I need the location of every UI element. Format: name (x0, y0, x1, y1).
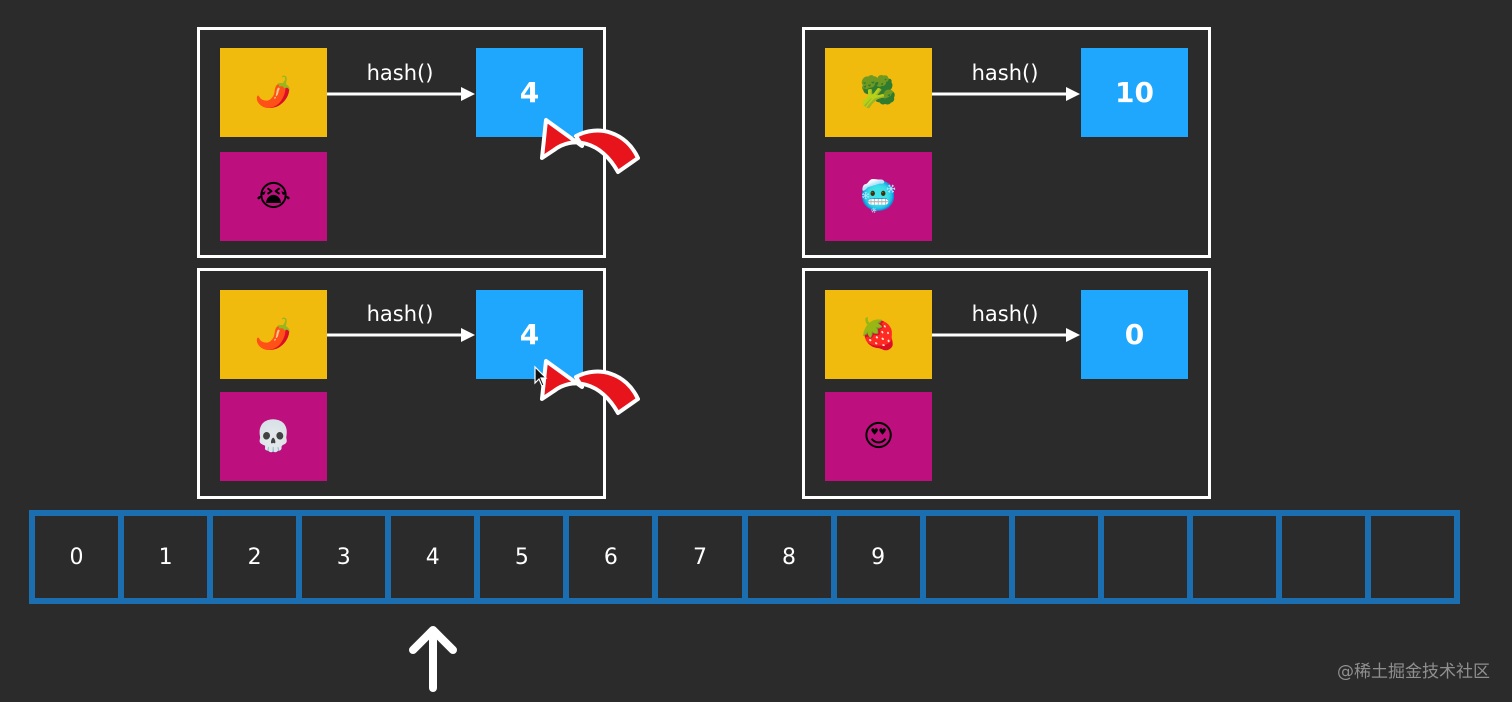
hash-value: 0 (1124, 318, 1145, 351)
hash-function-label: hash() (971, 61, 1039, 85)
value-tile: 😭 (220, 152, 327, 241)
hash-value: 10 (1115, 76, 1154, 109)
broccoli-icon: 🥦 (859, 74, 898, 110)
key-tile: 🍓 (825, 290, 932, 379)
array-slot (1370, 516, 1454, 598)
value-tile: 🥶 (825, 152, 932, 241)
up-arrow-icon (408, 626, 457, 692)
hash-arrow (932, 87, 1080, 101)
array-slot: 7 (658, 516, 742, 598)
array-slot: 2 (213, 516, 297, 598)
value-tile: 💀 (220, 392, 327, 481)
hash-arrow (327, 87, 475, 101)
array-slot (1281, 516, 1365, 598)
hash-value: 4 (519, 76, 540, 109)
hash-function-label: hash() (971, 302, 1039, 326)
hash-value-tile: 4 (476, 290, 583, 379)
collision-arrow-icon (540, 118, 640, 174)
hash-value: 4 (519, 318, 540, 351)
crying-face-icon: 😭 (255, 178, 292, 214)
entry-box-broccoli-cold (802, 27, 1211, 258)
hash-arrow (932, 328, 1080, 342)
value-tile: 😍 (825, 392, 932, 481)
key-tile: 🌶️ (220, 48, 327, 137)
array-slot: 5 (480, 516, 564, 598)
array-slot (925, 516, 1009, 598)
mouse-cursor-icon (534, 365, 548, 387)
array-slot: 3 (302, 516, 386, 598)
collision-arrow-icon (540, 359, 640, 415)
bucket-array: 0 1 2 3 4 5 6 7 8 9 (29, 510, 1460, 604)
hash-function-label: hash() (366, 302, 434, 326)
strawberry-icon: 🍓 (859, 316, 898, 352)
hash-arrow (327, 328, 475, 342)
array-slot (1192, 516, 1276, 598)
array-slot: 8 (747, 516, 831, 598)
array-slot: 4 (391, 516, 475, 598)
chili-pepper-icon: 🌶️ (254, 74, 293, 110)
hash-value-tile: 0 (1081, 290, 1188, 379)
hash-value-tile: 4 (476, 48, 583, 137)
heart-eyes-face-icon: 😍 (862, 418, 895, 454)
array-slot: 1 (124, 516, 208, 598)
hash-value-tile: 10 (1081, 48, 1188, 137)
array-slot: 9 (836, 516, 920, 598)
skull-icon: 💀 (254, 418, 293, 454)
array-slot (1014, 516, 1098, 598)
array-slot: 6 (569, 516, 653, 598)
array-slot (1103, 516, 1187, 598)
key-tile: 🥦 (825, 48, 932, 137)
entry-box-strawberry-love (802, 268, 1211, 499)
array-slot: 0 (35, 516, 119, 598)
watermark: @稀土掘金技术社区 (1337, 662, 1490, 682)
hash-function-label: hash() (366, 61, 434, 85)
key-tile: 🌶️ (220, 290, 327, 379)
chili-pepper-icon: 🌶️ (254, 316, 293, 352)
cold-face-icon: 🥶 (859, 178, 898, 214)
